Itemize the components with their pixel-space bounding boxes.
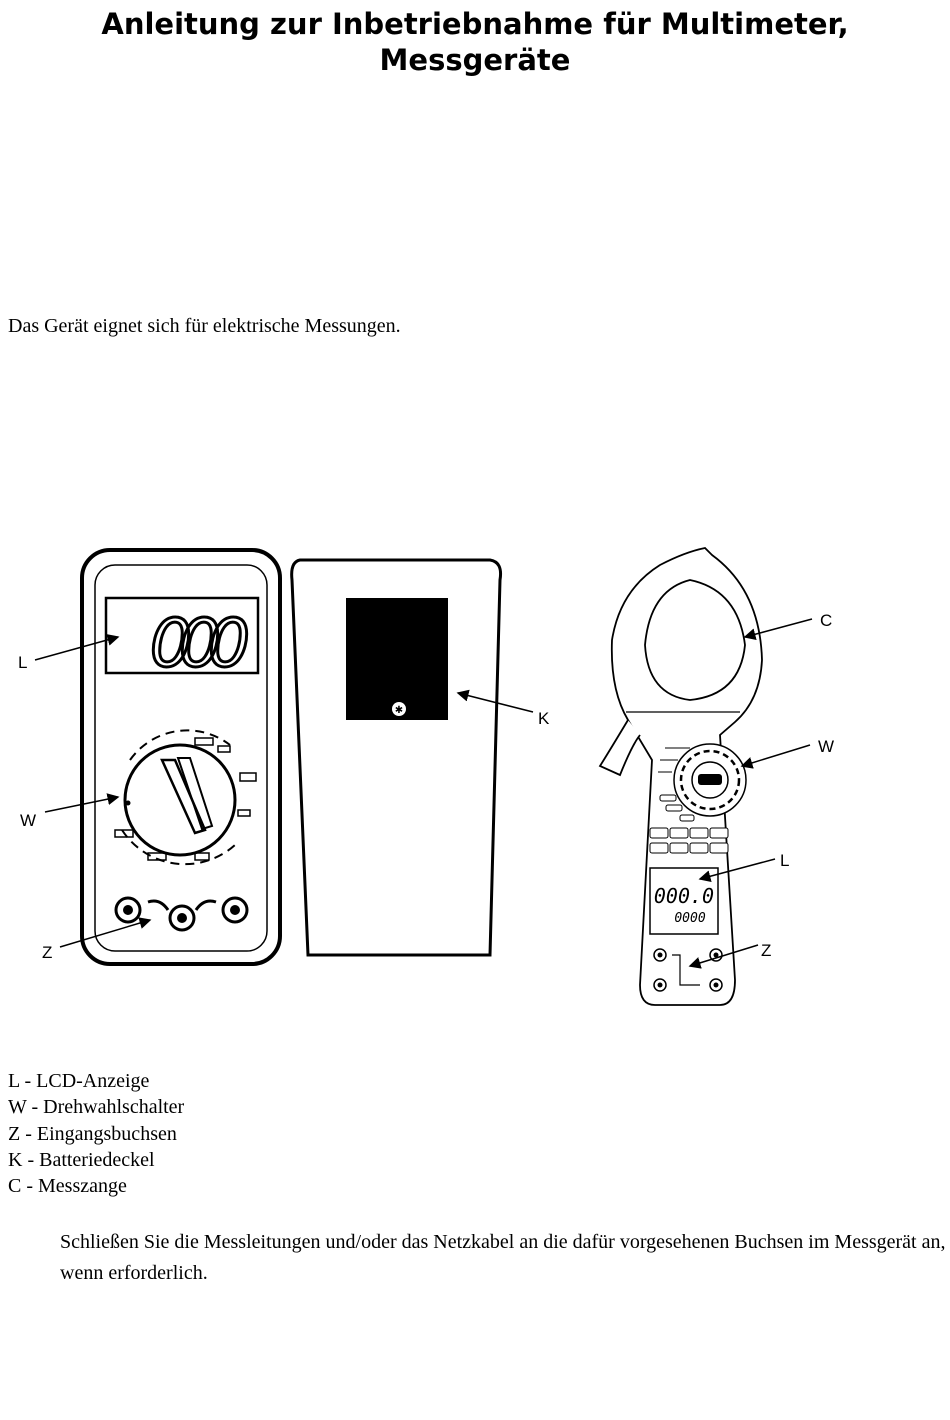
- multimeter-lcd: [104, 596, 260, 675]
- clamp-lcd: [649, 867, 719, 935]
- legend-item: L - LCD-Anzeige: [8, 1070, 150, 1092]
- callout-Z-left: Z: [42, 943, 52, 962]
- multimeter-lcd-digits: 000: [150, 605, 250, 682]
- callout-W-right: W: [818, 737, 834, 756]
- clamp-rotary-switch: [658, 743, 747, 822]
- legend-item: W - Drehwahlschalter: [8, 1096, 185, 1119]
- multimeter-back: ✱: [290, 558, 502, 957]
- instruction-text: Schließen Sie die Messleitungen und/oder…: [60, 1231, 946, 1284]
- multimeter-front: 000: [80, 548, 282, 966]
- title-line-1: Anleitung zur Inbetriebnahme für Multime…: [101, 7, 849, 41]
- clamp-buttons: [649, 827, 729, 854]
- callout-Z-right: Z: [761, 941, 771, 960]
- callout-labels: L W Z K C W L Z: [18, 611, 834, 962]
- callout-L-left: L: [18, 653, 27, 672]
- battery-cover: [346, 598, 448, 720]
- page-title: Anleitung zur Inbetriebnahme für Multime…: [0, 6, 950, 78]
- legend-item: C - Messzange: [8, 1175, 127, 1198]
- multimeter-input-jacks: [114, 896, 249, 932]
- multimeter-rotary-switch: [114, 729, 257, 866]
- callout-arrows: [34, 618, 813, 969]
- legend-item: Z - Eingangsbuchsen: [8, 1122, 177, 1145]
- clamp-lcd-main: 000.0: [654, 884, 714, 908]
- intro-text: Das Gerät eignet sich für elektrische Me…: [8, 315, 401, 337]
- title-line-2: Messgeräte: [379, 43, 571, 77]
- legend-list: L - LCD-Anzeige W - Drehwahlschalter Z -…: [8, 1068, 184, 1199]
- callout-L-right: L: [780, 851, 789, 870]
- callout-W-left: W: [20, 811, 36, 830]
- clamp-input-jacks: [653, 948, 723, 992]
- callout-C: C: [820, 611, 832, 630]
- svg-text:✱: ✱: [395, 705, 403, 716]
- device-illustration: 000: [18, 547, 834, 1006]
- clamp-meter: 000.0 0000: [598, 547, 763, 1006]
- legend-item: K - Batteriedeckel: [8, 1148, 155, 1171]
- clamp-lcd-sub: 0000: [674, 911, 705, 926]
- callout-K: K: [538, 709, 550, 728]
